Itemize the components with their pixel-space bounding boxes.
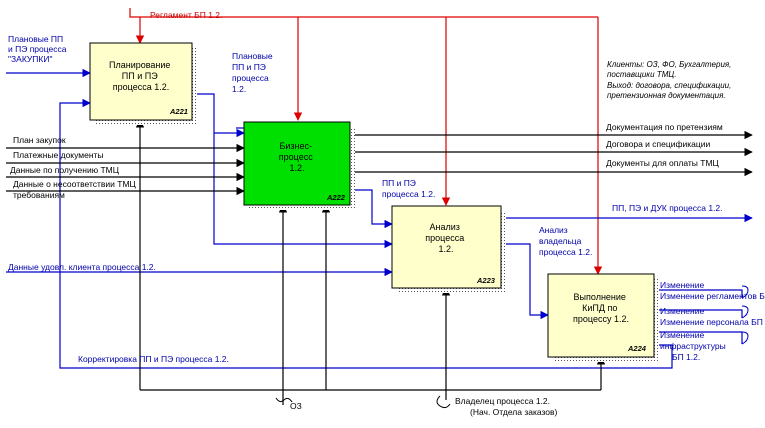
box-a222-number: A222 [326, 193, 346, 202]
input-mismatch-label: Данные о несоответствии ТМЦ требованиям [13, 179, 138, 200]
reglament-arrows [129, 8, 603, 275]
box-a224[interactable]: Выполнение КиПД по процессу 1.2. A224 [547, 273, 659, 362]
box-a224-number: A224 [627, 344, 647, 353]
reglament-label: Регламент БП 1.2. [150, 10, 222, 20]
owner-label: Владелец процесса 1.2. (Нач. Отдела зака… [455, 396, 558, 417]
box-a224-title: Выполнение КиПД по процессу 1.2. [573, 292, 629, 324]
blue-arrows [6, 68, 753, 369]
correction-label: Корректировка ПП и ПЭ процесса 1.2. [78, 354, 229, 364]
output-claims-label: Документация по претензиям [606, 122, 723, 132]
box-a223-title: Анализ процесса 1.2. [425, 222, 466, 254]
pp-pe-duk-label: ПП, ПЭ и ДУК процесса 1.2. [612, 203, 723, 213]
owner-squiggle [436, 395, 451, 409]
plan-output-label: Плановые ПП и ПЭ процесса 1.2. [232, 51, 275, 94]
box-a222[interactable]: Бизнес- процесс 1.2. A222 [243, 121, 355, 210]
input-receipt-label: Данные по получению ТМЦ [10, 165, 120, 175]
oz-label: ОЗ [290, 401, 302, 411]
box-a223-number: A223 [476, 276, 496, 285]
output-stubs [741, 285, 749, 345]
clients-note: Клиенты: ОЗ, ФО, Бухгалтерия, поставщики… [607, 60, 734, 100]
output-contracts-label: Договора и спецификации [606, 139, 710, 149]
black-arrows [6, 119, 753, 405]
change-reglament-label: Изменение Изменение регламентов БП 1.2. [660, 280, 765, 301]
plan-input-label: Плановые ПП и ПЭ процесса "ЗАКУПКИ" [8, 34, 69, 64]
input-payment-label: Платежные документы [13, 150, 104, 160]
box-a223[interactable]: Анализ процесса 1.2. A223 [391, 205, 506, 293]
oz-squiggle [275, 397, 293, 403]
box-a221-title: Планирование ПП и ПЭ процесса 1.2. [109, 60, 173, 92]
owner-analysis-label: Анализ владельца процесса 1.2. [539, 225, 592, 257]
change-infra-label: Изменение инфраструктуры БП 1.2. [660, 330, 728, 362]
box-a221-number: A221 [169, 107, 188, 116]
input-plan-label: План закупок [13, 135, 66, 145]
box-a222-title: Бизнес- процесс 1.2. [279, 141, 315, 173]
pp-pe-label: ПП и ПЭ процесса 1.2. [382, 178, 435, 199]
change-personnel-label: Изменение Изменение персонала БП 1.2. [660, 306, 765, 327]
output-payment-docs-label: Документы для оплаты ТМЦ [606, 158, 720, 168]
box-a221[interactable]: Планирование ПП и ПЭ процесса 1.2. A221 [89, 42, 197, 125]
satisfaction-label: Данные удовл. клиента процесса 1.2. [8, 262, 156, 272]
